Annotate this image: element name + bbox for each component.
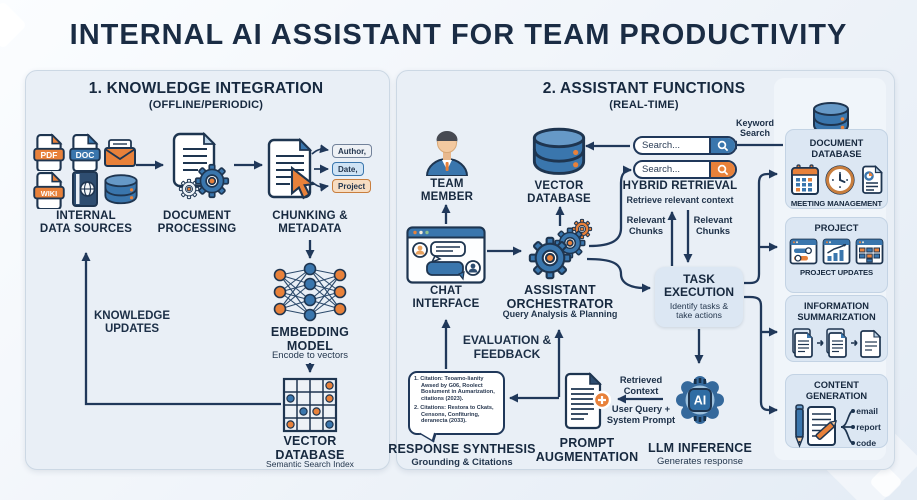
response-synthesis-sublabel: Grounding & Citations <box>411 457 513 468</box>
clock-icon <box>824 165 855 195</box>
svg-text:DOC: DOC <box>76 150 95 160</box>
card-caption: PROJECT UPDATES <box>799 267 874 277</box>
vector-database-grid-icon <box>282 377 338 433</box>
citation-text-2: 2. Citations: Restora to Ckats, Censons,… <box>414 404 494 425</box>
vector-database-sublabel: Semantic Search Index <box>266 459 354 469</box>
citation-text-1: 1. Citation: Teoamo-lianity Awsed by G06… <box>414 376 495 403</box>
output-report: report <box>856 421 881 432</box>
relevant-chunks-right-label: Relevant Chunks <box>693 215 733 236</box>
chart-window-icon <box>822 238 851 265</box>
evaluation-feedback-label: EVALUATION & FEEDBACK <box>462 333 552 361</box>
meeting-management-card: DOCUMENT DATABASE <box>785 129 888 209</box>
output-code: code <box>856 437 877 448</box>
llm-inference-sublabel: Generates response <box>656 456 744 467</box>
task-execution-label: TASK EXECUTION <box>663 272 734 300</box>
svg-text:PDF: PDF <box>41 150 58 160</box>
chunking-metadata-icon <box>267 138 316 200</box>
pdf-file-icon: PDF <box>33 133 65 171</box>
magnifier-icon <box>717 140 729 151</box>
prompt-augmentation-icon <box>564 372 612 430</box>
embedding-model-label: EMBEDDING MODEL <box>270 325 350 354</box>
search-button-blue[interactable] <box>709 138 735 153</box>
keyword-search-label: Keyword Search <box>735 118 774 139</box>
chunking-metadata-label: CHUNKING & METADATA <box>272 210 348 236</box>
panel2-subtitle: (REAL-TIME) <box>609 99 679 111</box>
team-member-label: TEAM MEMBER <box>420 178 474 204</box>
llm-inference-icon: AI <box>676 376 724 424</box>
prompt-augmentation-label: PROMPT AUGMENTATION <box>535 436 639 465</box>
calendar-icon <box>790 164 819 195</box>
knowledge-updates-label: KNOWLEDGE UPDATES <box>93 310 171 336</box>
panel2-title: 2. ASSISTANT FUNCTIONS <box>542 80 746 97</box>
task-list-window-icon <box>789 238 818 265</box>
outputs-brace-icon <box>840 408 856 445</box>
internal-data-sources-label: INTERNAL DATA SOURCES <box>39 210 133 236</box>
retrieved-context-label: Retrieved Context <box>619 375 663 396</box>
card-title: PROJECT <box>814 223 859 233</box>
vector-database-label: VECTOR DATABASE <box>275 434 345 463</box>
metadata-tag-project: Project <box>332 179 372 193</box>
email-icon <box>104 139 136 167</box>
card-title: INFORMATION SUMMARIZATION <box>797 301 876 322</box>
search-button-orange[interactable] <box>709 162 735 177</box>
assistant-orchestrator-icon <box>528 218 593 280</box>
wiki-file-icon: WIKI <box>33 171 65 209</box>
writing-tools-icon <box>795 404 838 448</box>
task-execution-box: TASK EXECUTION Identify tasks & take act… <box>655 267 743 327</box>
relevant-chunks-left-label: Relevant Chunks <box>626 215 666 236</box>
magnifier-icon <box>717 164 729 175</box>
doc-file-icon: DOC <box>69 133 101 171</box>
response-synthesis-label: RESPONSE SYNTHESIS <box>388 442 536 456</box>
vector-database2-label: VECTOR DATABASE <box>527 180 591 206</box>
chat-interface-label: CHAT INTERFACE <box>412 285 480 311</box>
card-title: CONTENT GENERATION <box>805 380 868 401</box>
panel1-subtitle: (OFFLINE/PERIODIC) <box>148 99 264 111</box>
metadata-tag-date: Date, <box>332 162 364 176</box>
document-processing-icon <box>172 132 230 200</box>
document-processing-label: DOCUMENT PROCESSING <box>157 210 237 236</box>
summarize-documents-icon <box>791 328 881 358</box>
llm-inference-label: LLM INFERENCE <box>648 441 752 455</box>
embedding-model-sublabel: Encode to vectors <box>271 350 349 361</box>
information-summarization-card: INFORMATION SUMMARIZATION <box>785 295 888 362</box>
database-icon <box>104 174 138 205</box>
search-placeholder: Search... <box>642 140 681 151</box>
chat-interface-icon <box>406 226 486 284</box>
metadata-tag-author: Author, <box>332 144 372 158</box>
user-query-label: User Query + System Prompt <box>606 404 676 425</box>
semantic-search-input[interactable]: Search... <box>633 136 737 155</box>
keyword-search-input[interactable]: Search... <box>633 160 737 179</box>
search-placeholder: Search... <box>642 164 681 175</box>
output-email: email <box>856 405 878 416</box>
panel1-title: 1. KNOWLEDGE INTEGRATION <box>88 80 324 97</box>
card-title: DOCUMENT DATABASE <box>809 138 864 159</box>
svg-text:WIKI: WIKI <box>41 189 57 198</box>
embedding-model-icon <box>273 262 347 322</box>
vector-database-icon <box>532 127 586 175</box>
task-execution-sublabel: Identify tasks & take actions <box>669 300 729 321</box>
project-updates-card: PROJECT <box>785 217 888 293</box>
assistant-orchestrator-label: ASSISTANT ORCHESTRATOR <box>506 283 614 312</box>
page-title: INTERNAL AI ASSISTANT FOR TEAM PRODUCTIV… <box>69 19 848 51</box>
hybrid-retrieval-label: HYBRID RETRIEVAL <box>622 180 738 192</box>
svg-text:AI: AI <box>694 394 707 408</box>
team-member-icon <box>425 131 469 176</box>
kanban-board-icon <box>855 238 884 265</box>
card-caption: MEETING MANAGEMENT <box>790 198 883 208</box>
response-synthesis-bubble: 1. Citation: Teoamo-lianity Awsed by G06… <box>408 371 505 435</box>
report-document-icon <box>861 164 883 194</box>
assistant-orchestrator-sublabel: Query Analysis & Planning <box>502 309 618 319</box>
wiki-book-icon <box>72 171 98 207</box>
hybrid-retrieval-sublabel: Retrieve relevant context <box>626 195 734 205</box>
content-generation-card: CONTENT GENERATION <box>785 374 888 448</box>
